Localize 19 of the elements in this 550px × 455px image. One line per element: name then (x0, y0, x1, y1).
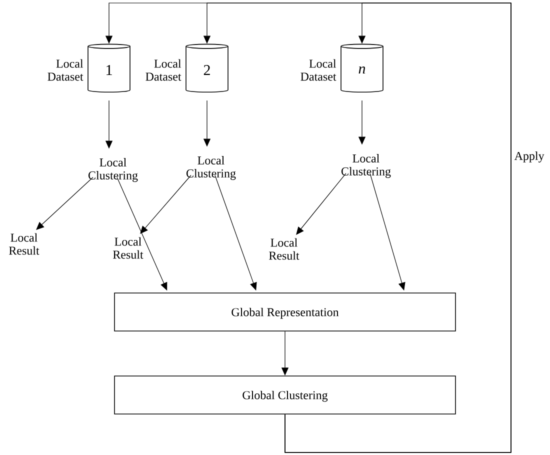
arrow (140, 174, 192, 234)
dataset-label: Local Dataset (300, 59, 336, 81)
database-cylinder: 1 (88, 44, 130, 93)
dataset-label: Local Dataset (48, 59, 84, 81)
arrow (296, 172, 346, 235)
result-label: Local Result (9, 233, 40, 255)
dataset-label: Local Dataset (146, 59, 182, 81)
step-label: Local Clustering (342, 154, 391, 178)
result-label: Local Result (113, 237, 144, 259)
process-box: Global Representation (114, 292, 456, 332)
step-label: Local Clustering (186, 156, 236, 180)
process-box: Global Clustering (114, 376, 456, 414)
arrow (36, 176, 94, 230)
database-cylinder: 2 (186, 44, 228, 93)
result-label: Local Result (269, 238, 300, 260)
database-cylinder: n (340, 44, 384, 93)
arrow (284, 2, 512, 453)
edge-label: Apply (514, 152, 544, 162)
step-label: Local Clustering (88, 158, 138, 182)
